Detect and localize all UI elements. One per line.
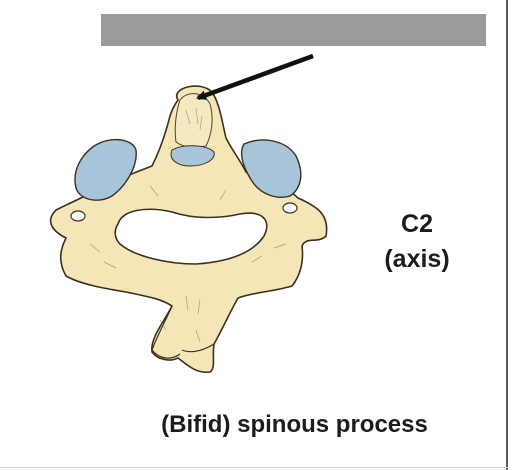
right-articular-facet: [240, 139, 302, 198]
right-border-line: [506, 0, 508, 470]
vertebra-label: C2: [401, 210, 433, 238]
bifid-spinous-process: [151, 305, 215, 359]
vertebra-name-label: (axis): [384, 245, 450, 273]
pointer-arrow: [196, 53, 314, 101]
right-transverse-foramen: [282, 202, 298, 214]
left-articular-facet: [74, 139, 137, 201]
dens: [174, 93, 213, 148]
bottom-border-line: [0, 467, 508, 468]
vertebral-foramen: [114, 208, 268, 265]
redacted-title-bar: [101, 14, 486, 46]
bone-texture: [89, 107, 287, 343]
dens-facet: [170, 145, 215, 167]
left-transverse-foramen: [70, 210, 86, 222]
spinous-process-label: (Bifid) spinous process: [161, 411, 428, 438]
